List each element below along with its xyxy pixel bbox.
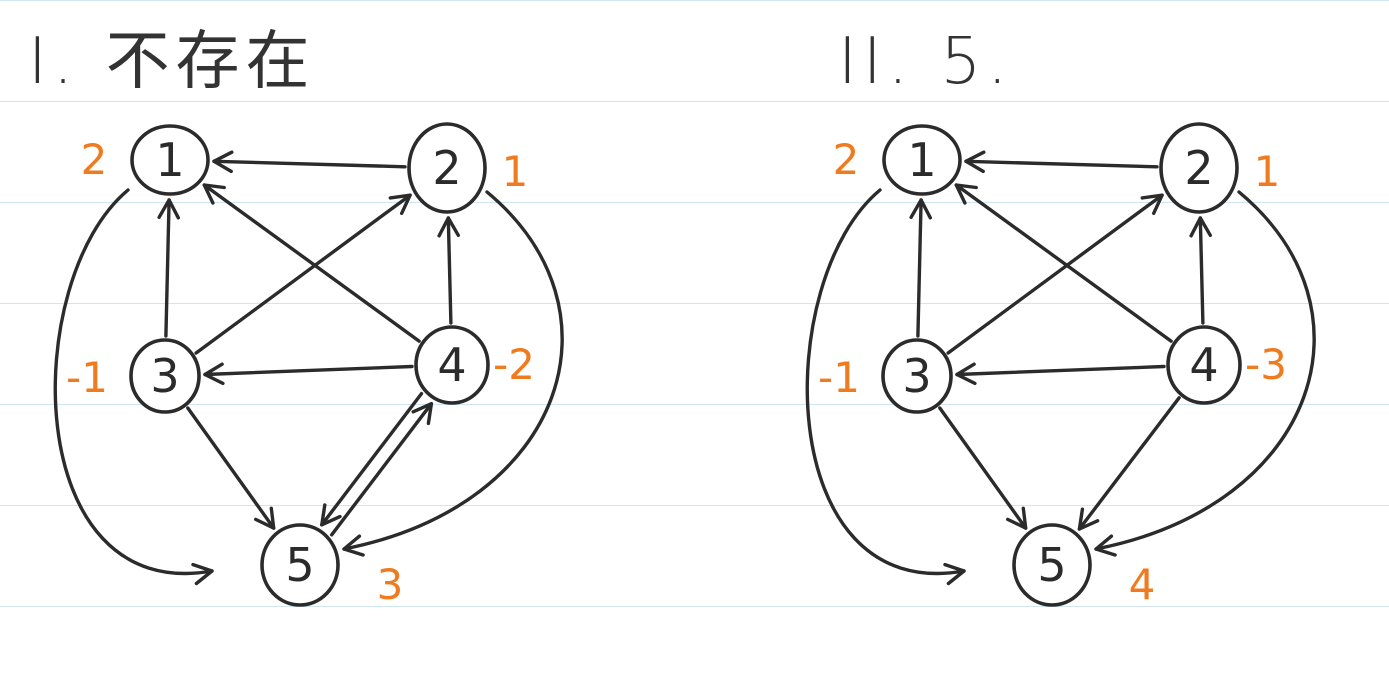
graph-1-edge-5-to-4 xyxy=(330,402,434,537)
graph-1-edge-2-to-5-arrowhead xyxy=(342,534,365,557)
graph-2-node-5-weight: 4 xyxy=(1129,560,1156,609)
graph-1-edge-4-to-1 xyxy=(202,183,421,343)
notebook-rule xyxy=(0,303,1389,304)
graph-1-edge-3-to-2-arrowhead xyxy=(388,193,412,215)
graph-2-edge-3-to-1 xyxy=(916,198,923,338)
notebook-rule xyxy=(0,0,1389,1)
graph-1-edge-3-to-1 xyxy=(164,198,171,338)
graph-1-edge-3-to-5 xyxy=(186,406,276,530)
graph-2-edge-4-to-3 xyxy=(955,364,1166,377)
graph-1-edge-2-to-1 xyxy=(212,159,407,169)
graph-1-edge-2-to-1-arrowhead xyxy=(212,150,234,174)
graph-1-edge-4-to-1-arrowhead xyxy=(202,183,226,205)
graph-1-node-2-label: 2 xyxy=(432,141,461,195)
graph-1-node-2-weight: 1 xyxy=(502,147,529,196)
notebook-rule xyxy=(0,101,1389,102)
graph-2-node-5-label: 5 xyxy=(1037,538,1066,592)
graph-2-node-1-weight: 2 xyxy=(833,135,860,184)
graph-2-node-3-weight: -1 xyxy=(818,353,860,402)
graph-2-node-1-label: 1 xyxy=(907,133,936,187)
graph-2-node-4-weight: -3 xyxy=(1245,340,1287,389)
graph-2-edge-1-to-5-arrowhead xyxy=(943,562,966,586)
graph-1-edge-2-to-5 xyxy=(342,190,564,551)
graph-1-edge-1-to-5-arrowhead xyxy=(191,562,214,586)
notebook-rule xyxy=(0,606,1389,607)
graph-1-node-1-label: 1 xyxy=(155,133,184,187)
graph-1-node-1-circle xyxy=(130,124,210,196)
graph-1-node-5-label: 5 xyxy=(285,538,314,592)
graph-2-edge-4-to-3-arrowhead xyxy=(955,362,977,386)
graph-1-edge-3-to-2 xyxy=(194,193,412,355)
graph-2-edge-4-to-2-arrowhead xyxy=(1189,216,1212,238)
graph-2-node-3-circle xyxy=(881,338,953,414)
graph-1-edge-4-to-2 xyxy=(446,216,453,325)
graph-1-node-4-weight: -2 xyxy=(493,340,535,389)
notebook-rule xyxy=(0,404,1389,405)
graph-1-edge-4-to-3-arrowhead xyxy=(203,362,225,386)
graph-2-node-2-label: 2 xyxy=(1184,141,1213,195)
graph-2-edge-4-to-5-arrowhead xyxy=(1077,507,1100,531)
graph-2-edge-4-to-2 xyxy=(1198,216,1205,325)
graph-1-node-4-circle xyxy=(414,325,490,405)
graph-2-node-3-label: 3 xyxy=(902,349,931,403)
graph-2-edge-3-to-2 xyxy=(946,193,1164,355)
graph-2-edge-3-to-5 xyxy=(938,406,1028,530)
graph-2-node-2-circle xyxy=(1159,122,1239,214)
graph-1-node-3-circle xyxy=(129,338,201,414)
graph-2-edge-4-to-1-arrowhead xyxy=(954,183,978,205)
graph-2-edge-2-to-1-arrowhead xyxy=(964,150,986,174)
graph-1-node-5-circle xyxy=(260,523,340,607)
notebook-rule xyxy=(0,202,1389,203)
graph-1-node-4-label: 4 xyxy=(437,338,466,392)
graph-1-node-3-weight: -1 xyxy=(66,353,108,402)
graph-1-node-3-label: 3 xyxy=(150,349,179,403)
graph-2-edge-3-to-5-arrowhead xyxy=(1006,506,1028,530)
graph-1-edge-1-to-5 xyxy=(53,188,214,576)
graph-2-edge-2-to-5-arrowhead xyxy=(1094,534,1117,557)
graph-1-title: I. 不存在 xyxy=(28,25,316,99)
graph-2-edge-3-to-1-arrowhead xyxy=(909,198,932,220)
graph-2-node-2-weight: 1 xyxy=(1254,147,1281,196)
graph-2-node-4-label: 4 xyxy=(1189,338,1218,392)
graph-1-edge-4-to-5 xyxy=(320,391,424,527)
graph-2-node-5-circle xyxy=(1012,523,1092,607)
graph-2-node-1-circle xyxy=(882,124,962,196)
graph-2-title: II. 5. xyxy=(838,25,1014,99)
graph-1-node-5-weight: 3 xyxy=(377,560,404,609)
graph-2-edge-1-to-5 xyxy=(805,188,966,576)
graph-1-node-2-circle xyxy=(407,122,487,214)
graph-1-edge-3-to-1-arrowhead xyxy=(157,198,180,220)
graph-1-edge-3-to-5-arrowhead xyxy=(254,506,276,530)
graph-1-edge-4-to-5-arrowhead xyxy=(320,503,342,527)
graph-2-edge-2-to-5 xyxy=(1094,190,1316,551)
graph-1-node-1-weight: 2 xyxy=(81,135,108,184)
graph-1-edge-4-to-2-arrowhead xyxy=(437,216,460,238)
notebook-rule xyxy=(0,505,1389,506)
graph-2-edge-3-to-2-arrowhead xyxy=(1140,193,1164,215)
graph-2-edge-4-to-5 xyxy=(1077,396,1181,531)
graph-2-node-4-circle xyxy=(1166,325,1242,405)
graph-1-edge-4-to-3 xyxy=(203,364,414,377)
graph-2-edge-2-to-1 xyxy=(964,159,1159,169)
graph-2-edge-4-to-1 xyxy=(954,183,1173,343)
graph-1-edge-5-to-4-arrowhead xyxy=(411,402,434,426)
